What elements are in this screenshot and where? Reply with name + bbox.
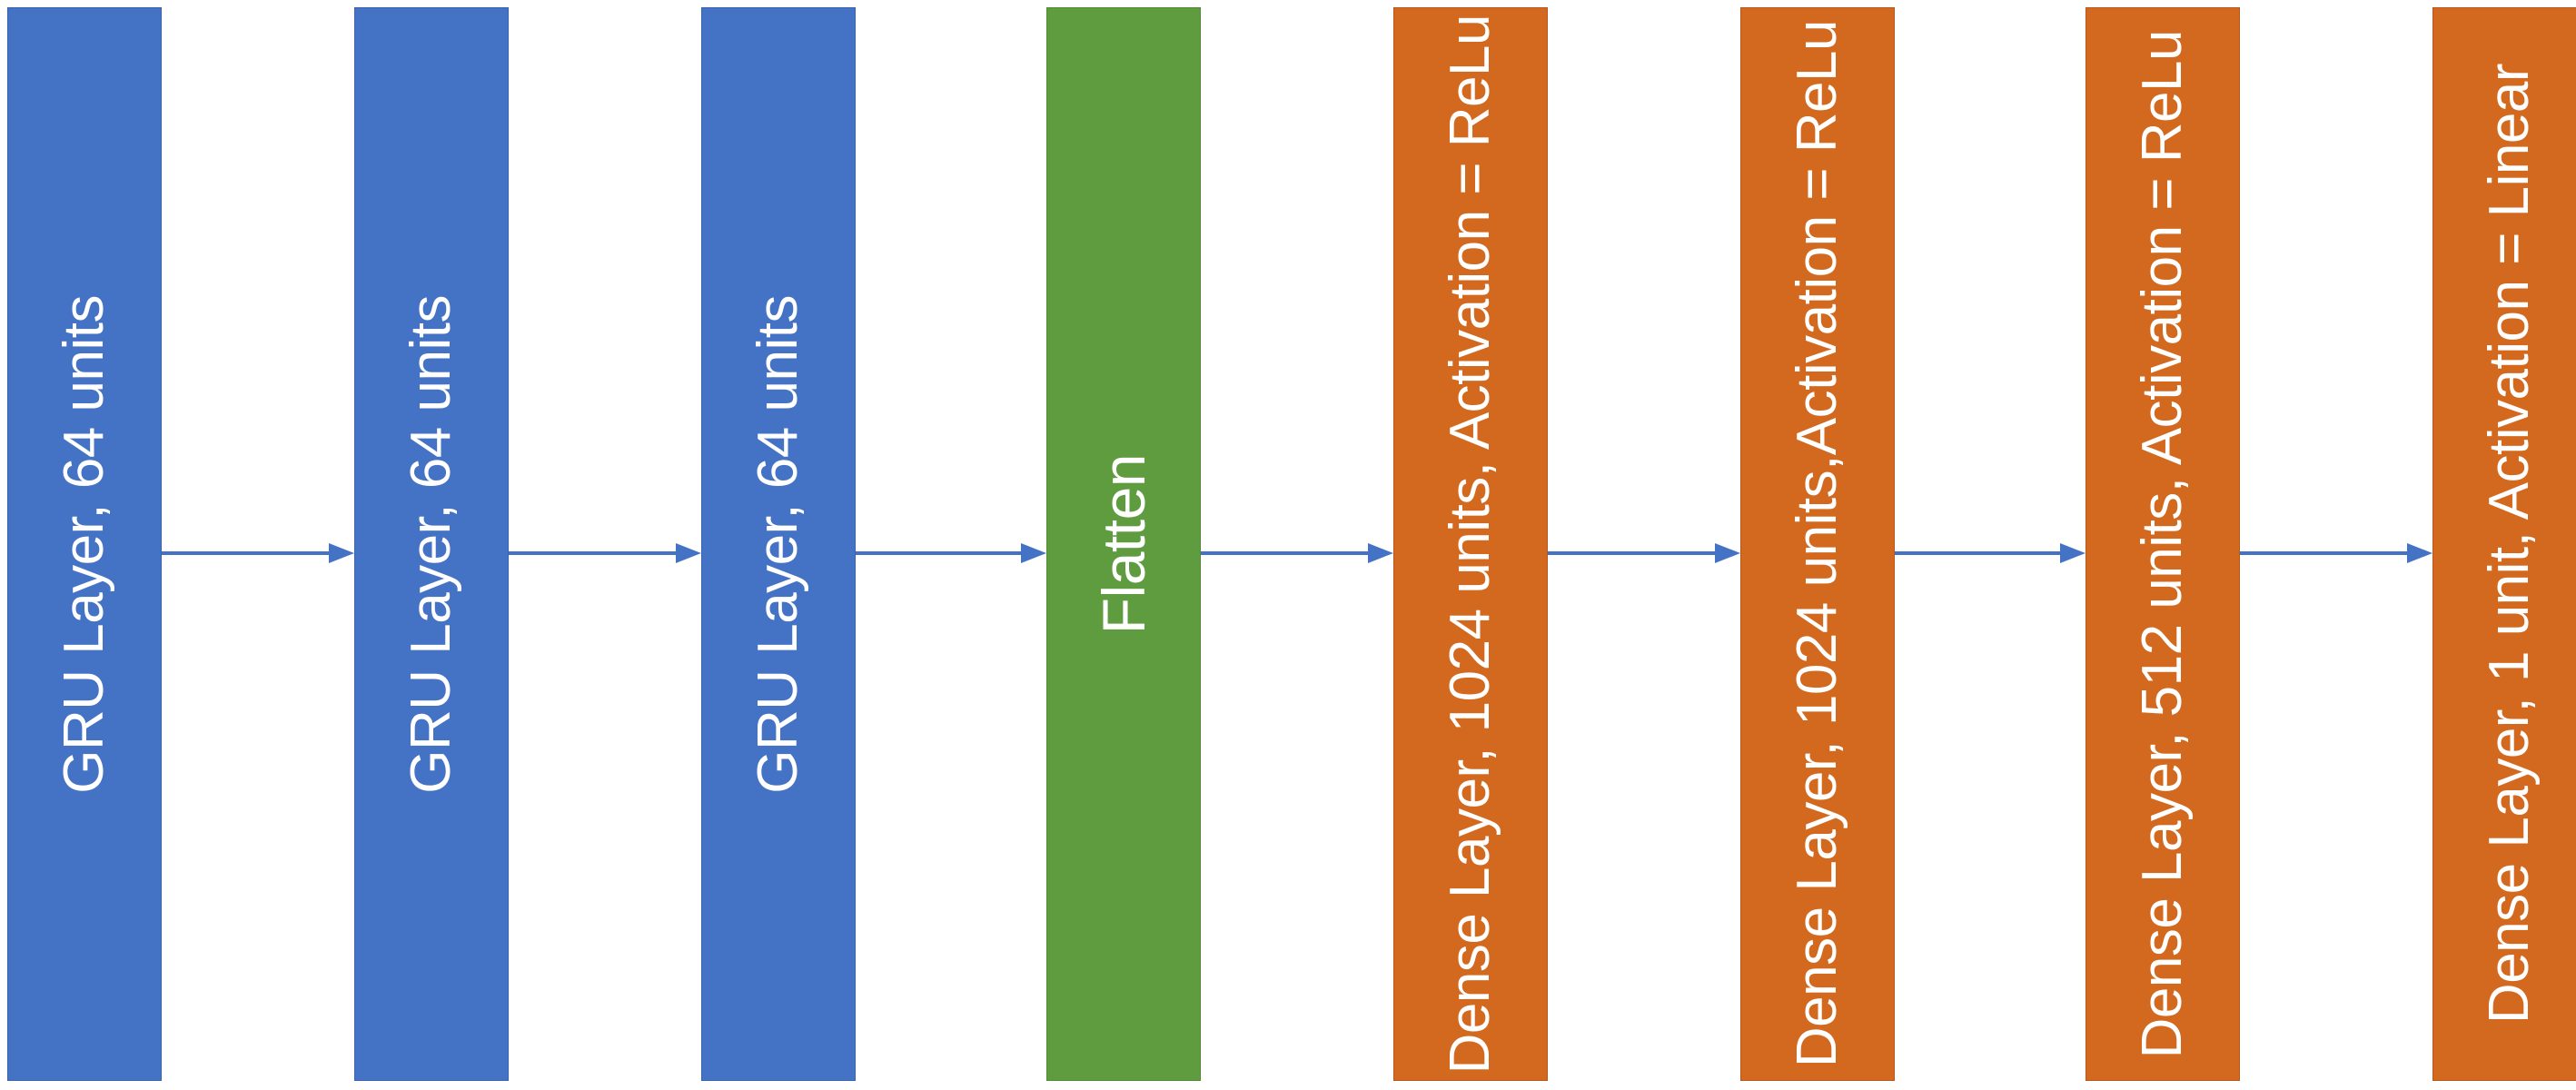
- layer-block-gru-2[interactable]: GRU Layer, 64 units: [354, 7, 509, 1081]
- arrow-head-icon: [1715, 543, 1740, 563]
- layer-block-gru-3[interactable]: GRU Layer, 64 units: [701, 7, 856, 1081]
- layer-block-flatten[interactable]: Flatten: [1046, 7, 1201, 1081]
- layer-label: Flatten: [1090, 453, 1157, 635]
- arrow-shaft: [2240, 551, 2409, 555]
- connector-arrow: [2240, 543, 2432, 563]
- arrow-shaft: [162, 551, 331, 555]
- connector-arrow: [1201, 543, 1393, 563]
- arrow-head-icon: [676, 543, 701, 563]
- arrow-head-icon: [1368, 543, 1393, 563]
- connector-arrow: [1895, 543, 2086, 563]
- connector-arrow: [162, 543, 354, 563]
- arrow-shaft: [1548, 551, 1717, 555]
- connector-arrow: [1548, 543, 1740, 563]
- layer-label: Dense Layer, 1 unit, Activation = Linear: [2478, 64, 2541, 1025]
- arrow-head-icon: [2407, 543, 2432, 563]
- layer-label: Dense Layer, 1024 units,Activation = ReL…: [1786, 20, 1848, 1068]
- layer-block-gru-1[interactable]: GRU Layer, 64 units: [7, 7, 162, 1081]
- arrow-shaft: [1201, 551, 1370, 555]
- arrow-head-icon: [1021, 543, 1046, 563]
- layer-label: Dense Layer, 1024 units, Activation = Re…: [1439, 14, 1501, 1075]
- layer-block-dense-4[interactable]: Dense Layer, 1 unit, Activation = Linear: [2432, 7, 2576, 1081]
- layer-label: GRU Layer, 64 units: [400, 294, 462, 794]
- arrow-shaft: [509, 551, 678, 555]
- arrow-head-icon: [2060, 543, 2086, 563]
- layer-block-dense-2[interactable]: Dense Layer, 1024 units,Activation = ReL…: [1740, 7, 1895, 1081]
- connector-arrow: [509, 543, 701, 563]
- layer-block-dense-1[interactable]: Dense Layer, 1024 units, Activation = Re…: [1393, 7, 1548, 1081]
- layer-label: Dense Layer, 512 units, Activation = ReL…: [2131, 29, 2194, 1059]
- arrow-shaft: [1895, 551, 2062, 555]
- arrow-head-icon: [329, 543, 354, 563]
- layer-block-dense-3[interactable]: Dense Layer, 512 units, Activation = ReL…: [2086, 7, 2240, 1081]
- layer-label: GRU Layer, 64 units: [53, 294, 115, 794]
- arrow-shaft: [856, 551, 1023, 555]
- connector-arrow: [856, 543, 1046, 563]
- layer-label: GRU Layer, 64 units: [747, 294, 809, 794]
